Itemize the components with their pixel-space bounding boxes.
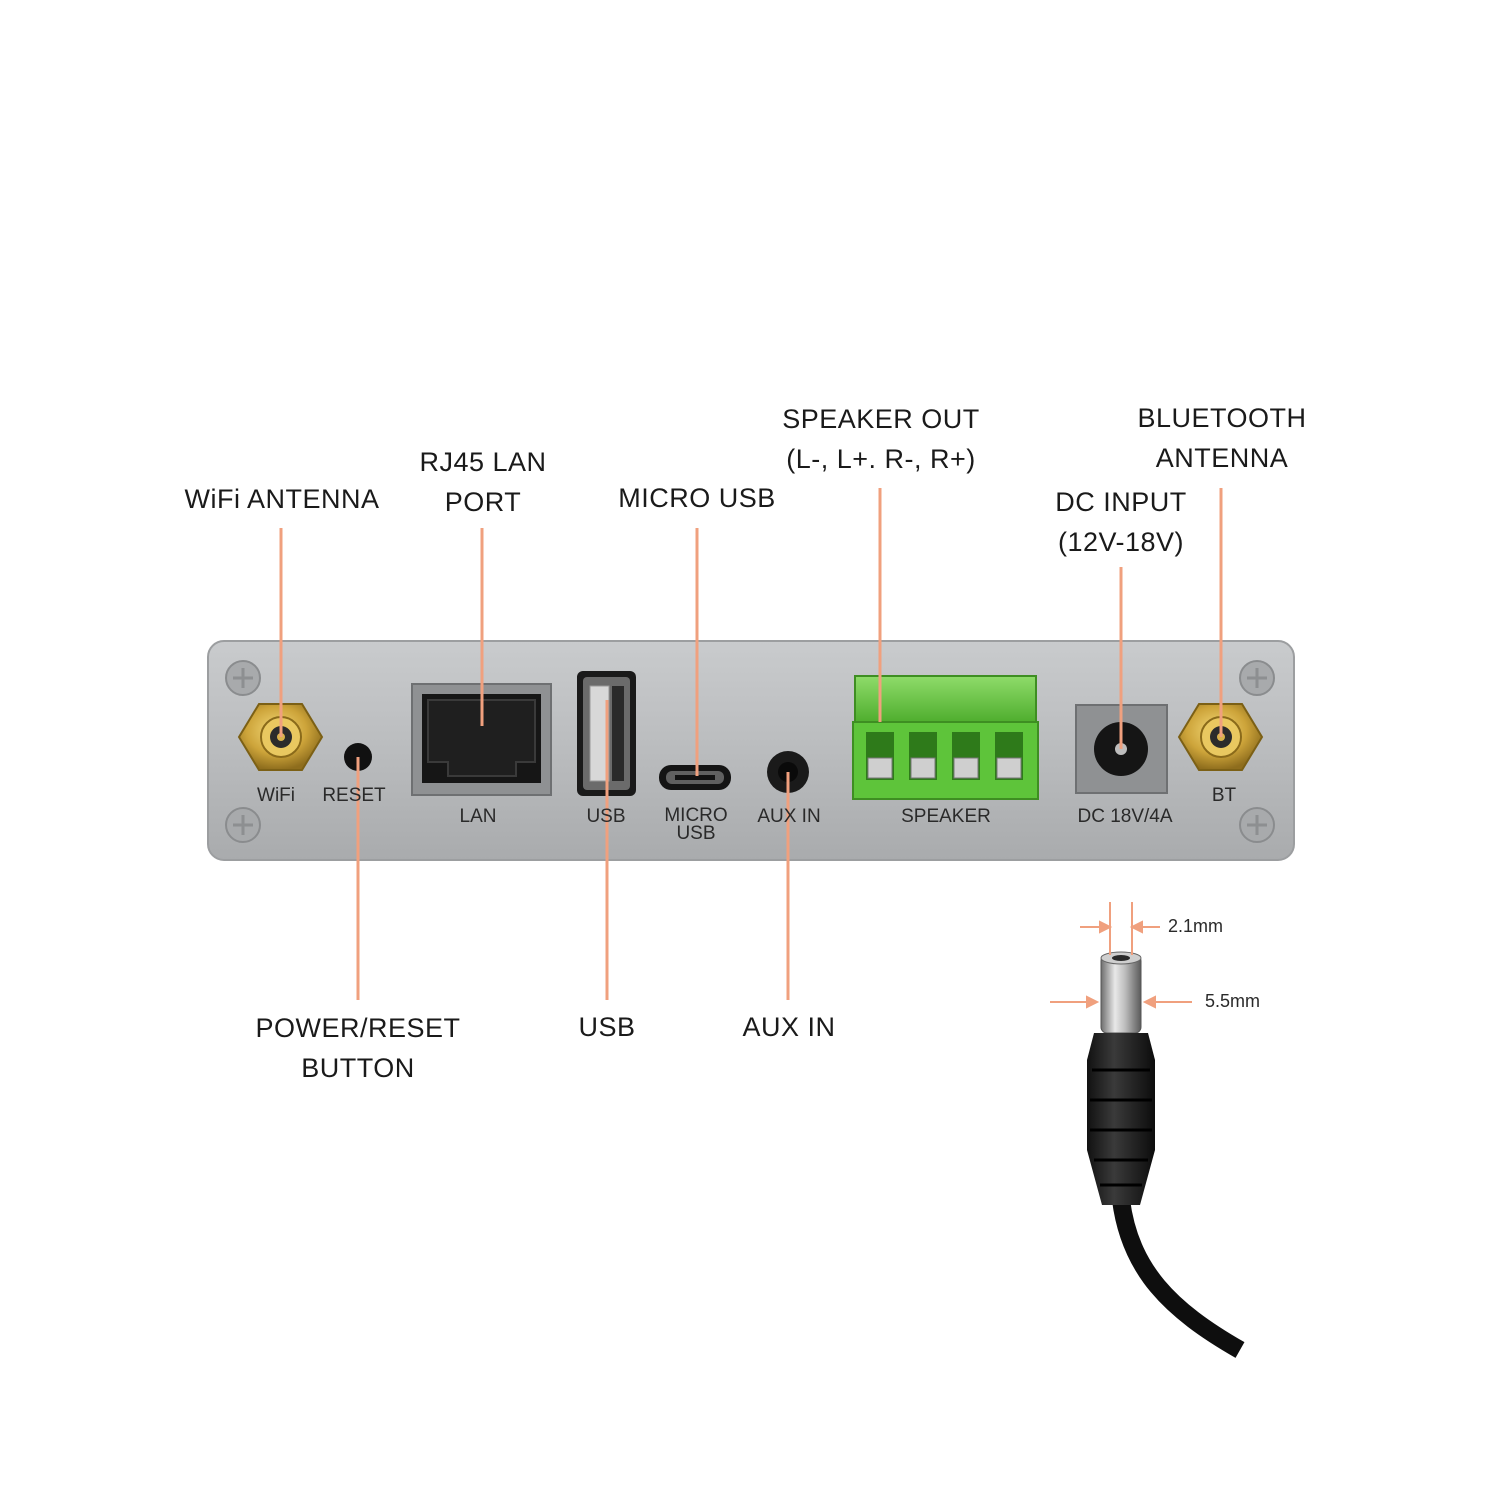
speaker-terminal — [852, 675, 1039, 800]
dim-label-outer-diameter: 5.5mm — [1205, 991, 1261, 1011]
panel-label-micro-usb: MICRO USB — [664, 805, 728, 844]
callout-speaker-out: SPEAKER OUT (L-, L+. R-, R+) — [782, 404, 980, 474]
callout-usb: USB — [578, 1012, 636, 1042]
panel-label-bt: BT — [1211, 785, 1237, 806]
callout-rj45-lan-port: RJ45 LAN PORT — [419, 447, 547, 517]
screw-icon — [225, 660, 1275, 843]
callout-dc-input: DC INPUT (12V-18V) — [1055, 487, 1187, 557]
dim-label-inner-diameter: 2.1mm — [1168, 916, 1224, 936]
panel-label-dc: DC 18V/4A — [1077, 806, 1173, 827]
panel-label-speaker: SPEAKER — [901, 806, 991, 827]
dimension-markers — [1050, 902, 1192, 1009]
callout-aux-in: AUX IN — [742, 1012, 836, 1042]
callout-power-reset-button: POWER/RESET BUTTON — [255, 1013, 461, 1083]
callout-bluetooth-antenna: BLUETOOTH ANTENNA — [1137, 403, 1307, 473]
dc-plug-drawing — [1087, 951, 1245, 1358]
panel-label-aux: AUX IN — [757, 806, 821, 827]
callout-wifi-antenna: WiFi ANTENNA — [184, 484, 380, 514]
micro-usb-port — [659, 765, 731, 790]
leader-lines — [279, 488, 1223, 1000]
panel-label-lan: LAN — [459, 806, 497, 827]
panel-label-wifi: WiFi — [257, 785, 295, 806]
callout-micro-usb: MICRO USB — [618, 483, 776, 513]
panel-label-reset: RESET — [322, 785, 386, 806]
plug-cable — [1112, 1198, 1245, 1358]
panel-label-usb: USB — [586, 806, 626, 827]
